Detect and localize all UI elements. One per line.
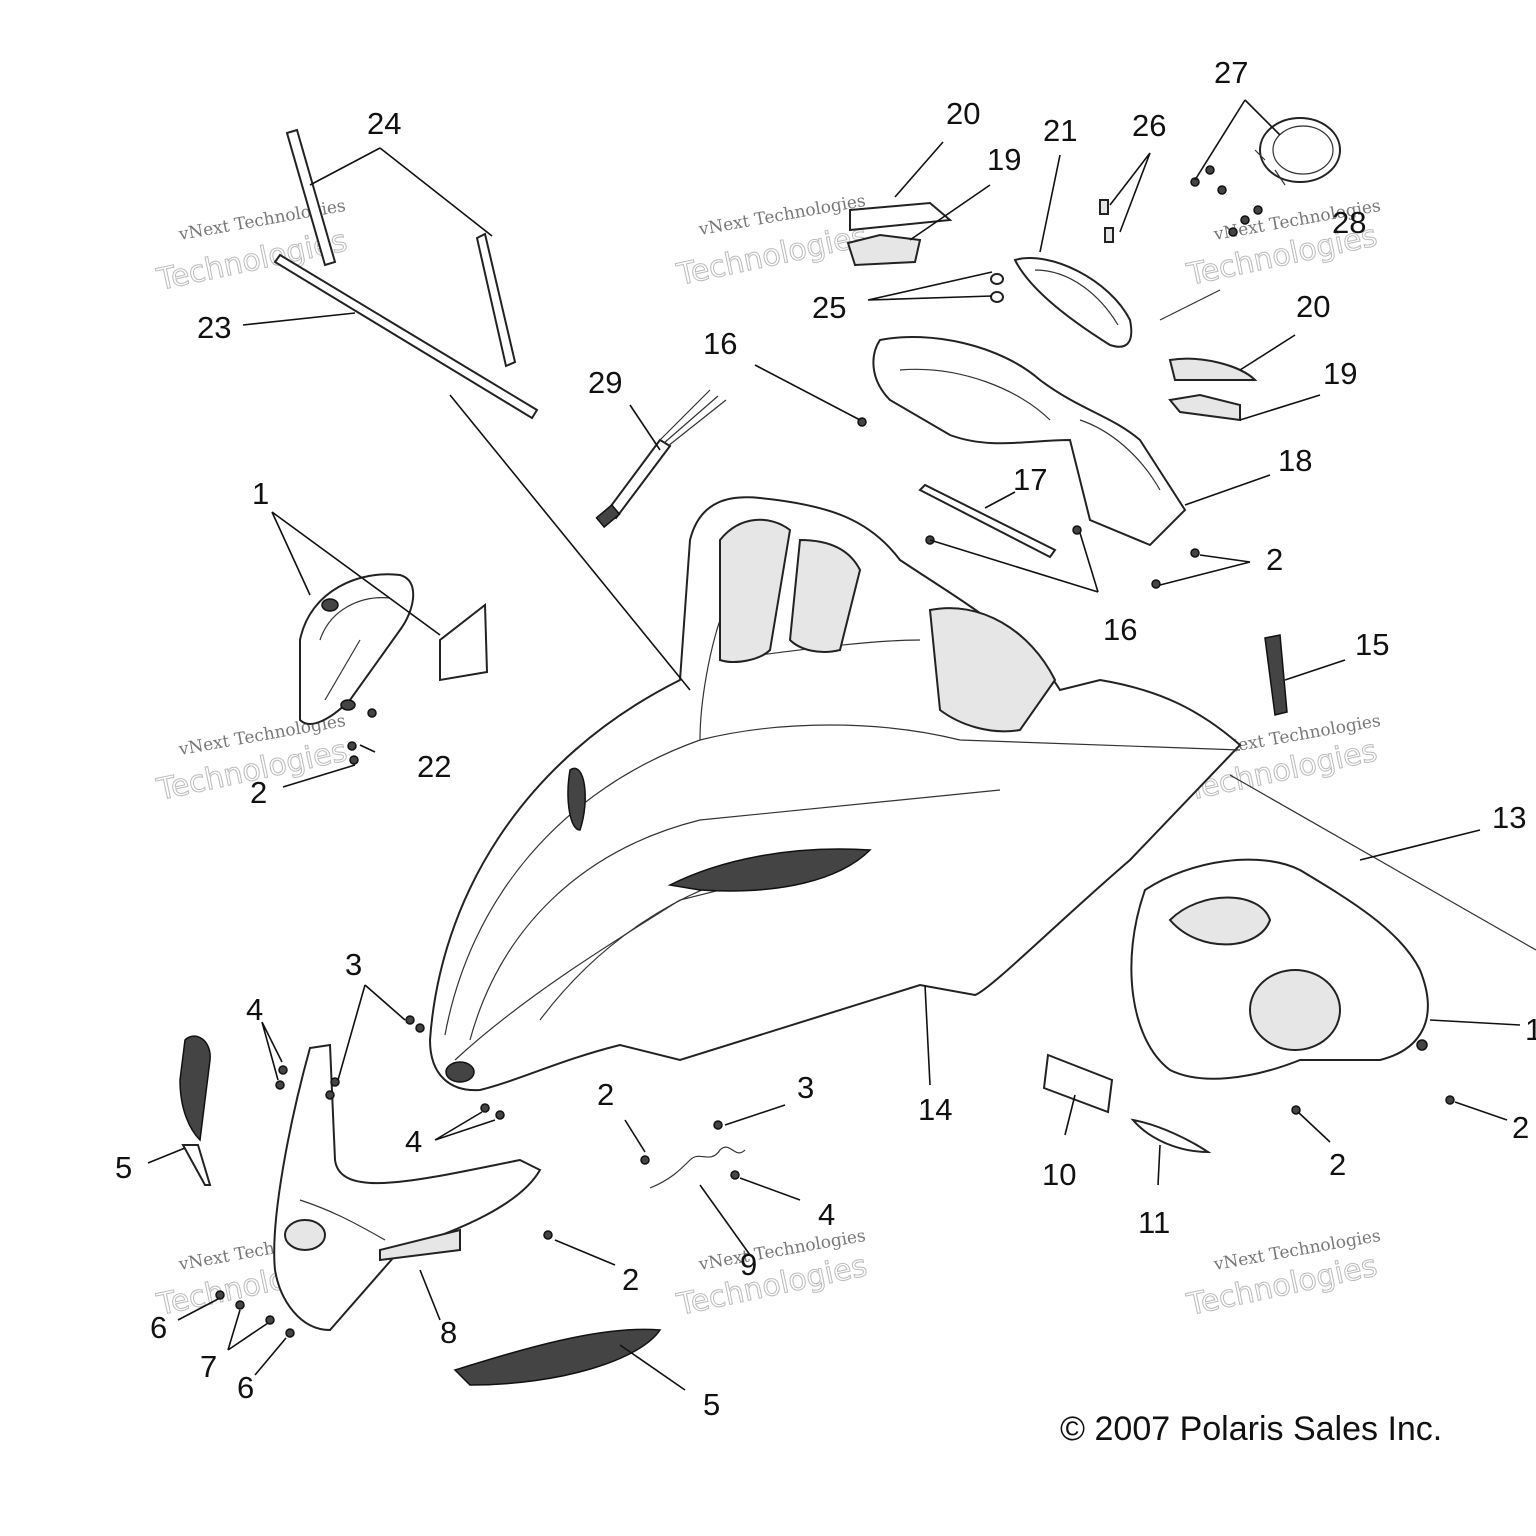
windshield-trim-parts [273, 128, 539, 420]
callout-22: 22 [417, 749, 451, 784]
callout-20: 20 [946, 96, 980, 131]
callout-2: 2 [622, 1262, 639, 1297]
callout-3: 3 [345, 947, 362, 982]
callout-2: 2 [250, 775, 267, 810]
callout-16: 16 [1103, 612, 1137, 647]
callout-21: 21 [1043, 113, 1077, 148]
callout-14: 14 [918, 1092, 952, 1127]
callout-26: 26 [1132, 108, 1166, 143]
callout-7: 7 [200, 1349, 217, 1384]
bulb-parts-26 [1099, 199, 1114, 243]
callout-numbers: 1 1 2 2 2 2 2 2 3 3 4 4 4 5 5 6 6 7 8 9 … [115, 55, 1536, 1422]
callout-4: 4 [246, 992, 263, 1027]
callout-19: 19 [1323, 356, 1357, 391]
callout-6: 6 [150, 1310, 167, 1345]
headlight-part-1 [299, 573, 489, 725]
callout-2: 2 [1329, 1147, 1346, 1182]
decal-parts-10-11 [1042, 1053, 1212, 1154]
callout-6: 6 [237, 1370, 254, 1405]
callout-8: 8 [440, 1315, 457, 1350]
handle-part-15 [1264, 634, 1288, 716]
fasteners [215, 417, 1455, 1338]
callout-23: 23 [197, 310, 231, 345]
callout-29: 29 [588, 365, 622, 400]
callout-24: 24 [367, 106, 401, 141]
callout-19: 19 [987, 142, 1021, 177]
callout-3: 3 [797, 1070, 814, 1105]
callout-2: 2 [1266, 542, 1283, 577]
harness-part-29 [595, 389, 727, 529]
callout-16: 16 [703, 326, 737, 361]
callout-10: 10 [1042, 1157, 1076, 1192]
callout-5: 5 [703, 1387, 720, 1422]
switch-parts-19-20 [846, 201, 953, 267]
callout-27: 27 [1214, 55, 1248, 90]
callout-2: 2 [597, 1077, 614, 1112]
callout-5: 5 [115, 1150, 132, 1185]
callout-13: 13 [1492, 800, 1526, 835]
callout-11: 11 [1138, 1205, 1170, 1240]
callout-2: 2 [1512, 1110, 1529, 1145]
callout-28: 28 [1332, 205, 1366, 240]
bumper-part-8 [273, 1043, 542, 1332]
callout-1b: 1 [1525, 1012, 1536, 1047]
callout-1: 1 [252, 476, 269, 511]
copyright-notice: © 2007 Polaris Sales Inc. [1060, 1410, 1443, 1448]
leader-lines [147, 99, 1521, 1391]
callout-4: 4 [405, 1124, 422, 1159]
grab-plate-parts-5 [179, 1035, 662, 1386]
callout-9: 9 [740, 1247, 757, 1282]
dash-bezel-part-21 [990, 257, 1133, 348]
callout-18: 18 [1278, 443, 1312, 478]
hood-part-14 [428, 496, 1242, 1092]
spring-part-9 [649, 1146, 746, 1189]
callout-4: 4 [818, 1197, 835, 1232]
callout-15: 15 [1355, 627, 1389, 662]
strip-part-17 [918, 483, 1057, 559]
callout-25: 25 [812, 290, 846, 325]
cover-part-13 [1130, 774, 1536, 1080]
callout-17: 17 [1013, 462, 1047, 497]
dash-housing-part-18 [872, 335, 1258, 547]
callout-20: 20 [1296, 289, 1330, 324]
